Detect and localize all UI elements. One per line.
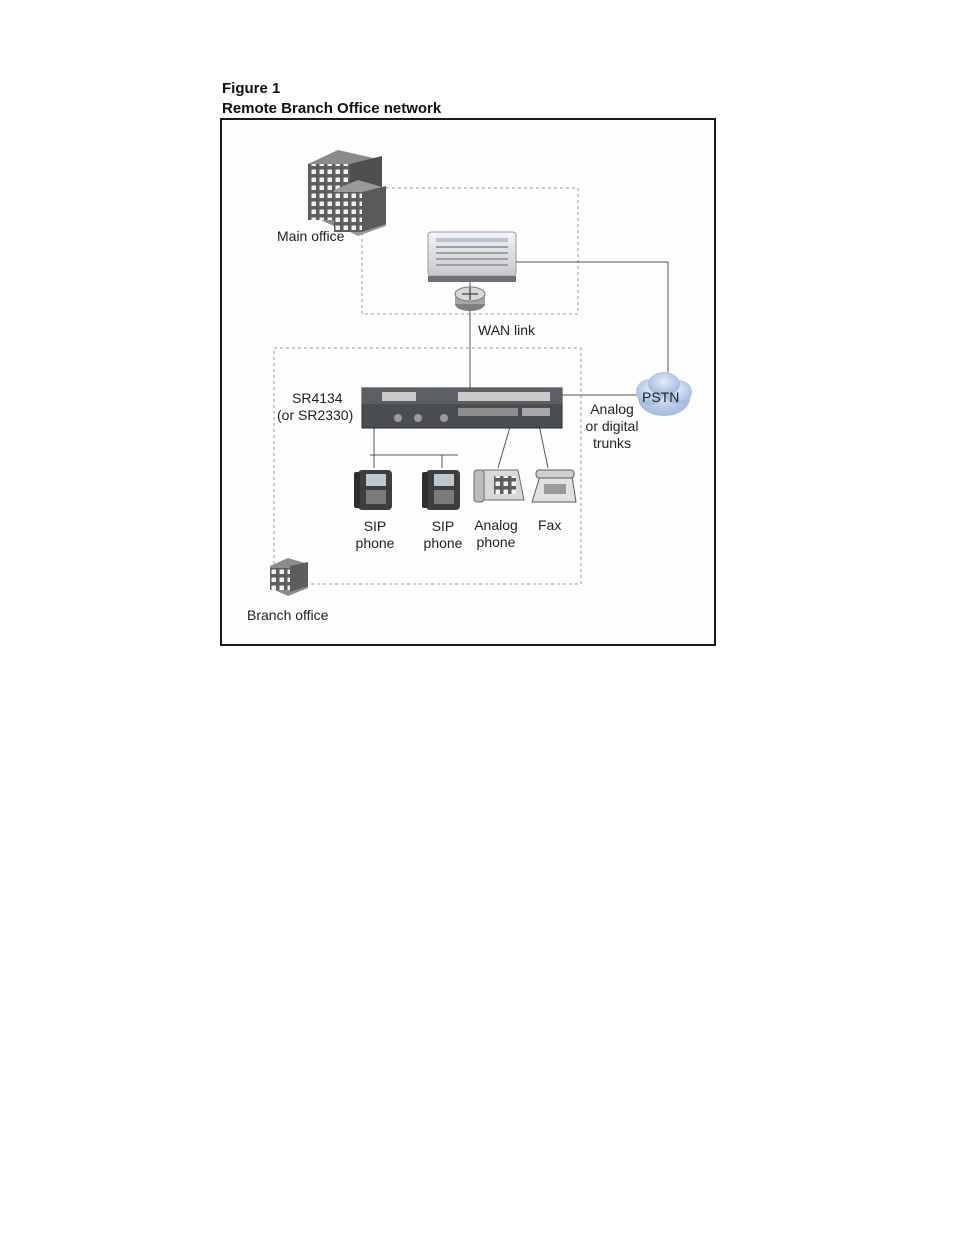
figure-number: Figure 1 [222, 79, 280, 99]
main-office-building-icon [308, 150, 386, 236]
diagram-canvas [222, 120, 714, 644]
sip-phone-1-label: SIP phone [350, 518, 400, 552]
trunks-label-line-2: or digital [578, 418, 646, 435]
router-model-label: SR4134 [292, 390, 343, 407]
sip-phone-1-label-line-1: SIP [350, 518, 400, 535]
wan-link-label: WAN link [478, 322, 535, 339]
sip-phone-2-label: SIP phone [418, 518, 468, 552]
network-diagram: Main office WAN link SR4134 (or SR2330) … [220, 118, 716, 646]
sip-phone-2-label-line-2: phone [418, 535, 468, 552]
trunks-label: Analog or digital trunks [578, 401, 646, 452]
sip-phone-1-label-line-2: phone [350, 535, 400, 552]
analog-phone-label-line-1: Analog [468, 517, 524, 534]
sip-phone-2-label-line-1: SIP [418, 518, 468, 535]
sip-phone-2-icon [422, 470, 460, 510]
fax-label: Fax [538, 517, 561, 534]
figure-title: Remote Branch Office network [222, 99, 441, 119]
branch-office-building-icon [270, 558, 308, 596]
pstn-label: PSTN [642, 389, 679, 406]
sr4134-gateway-icon [362, 388, 562, 428]
trunks-label-line-3: trunks [578, 435, 646, 452]
main-office-label: Main office [277, 228, 344, 245]
sip-phone-1-icon [354, 470, 392, 510]
trunks-label-line-1: Analog [578, 401, 646, 418]
server-pstn-line [516, 262, 668, 378]
call-server-icon [428, 232, 516, 282]
fax-icon [532, 470, 576, 502]
wan-router-icon [455, 287, 485, 311]
analog-phone-label-line-2: phone [468, 534, 524, 551]
analog-phone-label: Analog phone [468, 517, 524, 551]
router-alt-label: (or SR2330) [277, 407, 353, 424]
branch-office-label: Branch office [247, 607, 328, 624]
analog-phone-icon [474, 470, 524, 502]
